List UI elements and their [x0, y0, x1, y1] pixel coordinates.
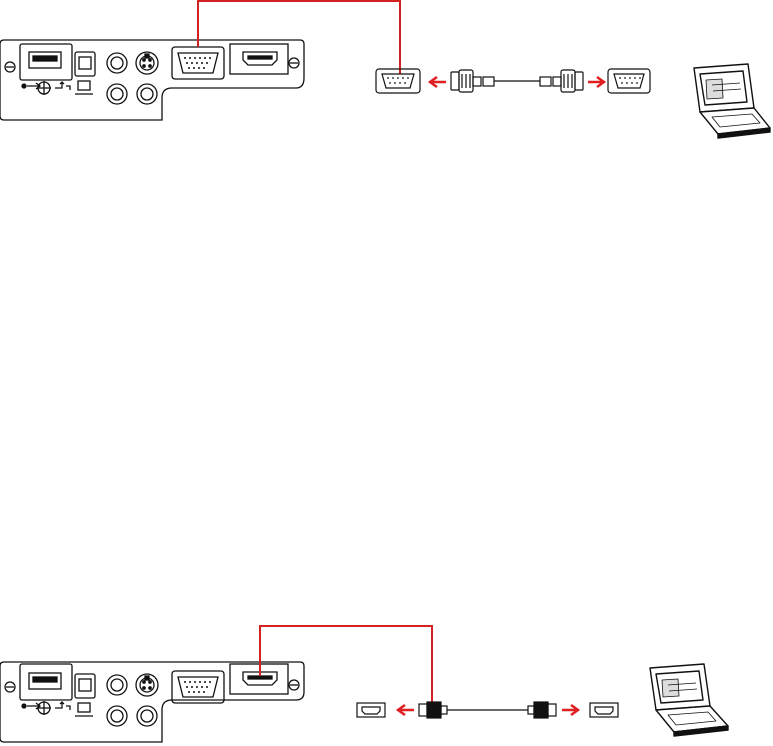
arrow-right-icon [588, 77, 604, 87]
hdmi-port-icon [357, 703, 385, 717]
vga-port-icon [172, 47, 224, 79]
s-video-port-icon [136, 674, 158, 696]
laptop-icon [694, 64, 770, 138]
laptop-icon [650, 664, 728, 736]
vga-port-icon [172, 671, 224, 703]
projector-panel [0, 40, 304, 120]
usb-b-port-icon [75, 674, 95, 698]
usb-b-port-icon [75, 52, 95, 76]
projector-panel [0, 662, 304, 742]
hdmi-connection-illustration [0, 600, 773, 746]
arrow-right-icon [562, 705, 578, 715]
usb-symbol-icon [22, 81, 70, 95]
vga-port-icon [376, 69, 420, 93]
vga-port-icon [608, 69, 650, 93]
hdmi-port-icon [230, 44, 288, 74]
usb-a-port-icon [20, 44, 72, 80]
computer-icon [75, 81, 93, 94]
arrow-left-icon [430, 77, 446, 87]
hdmi-connection-diagram [0, 600, 773, 746]
cable-icon [451, 70, 583, 92]
hdmi-port-icon [590, 703, 618, 717]
arrow-left-icon [398, 705, 414, 715]
cable-icon [419, 702, 556, 718]
s-video-port-icon [136, 52, 158, 74]
usb-symbol-icon [22, 701, 70, 715]
computer-icon [75, 703, 93, 716]
vga-connection-diagram [0, 0, 773, 160]
vga-connection-illustration [0, 0, 773, 160]
